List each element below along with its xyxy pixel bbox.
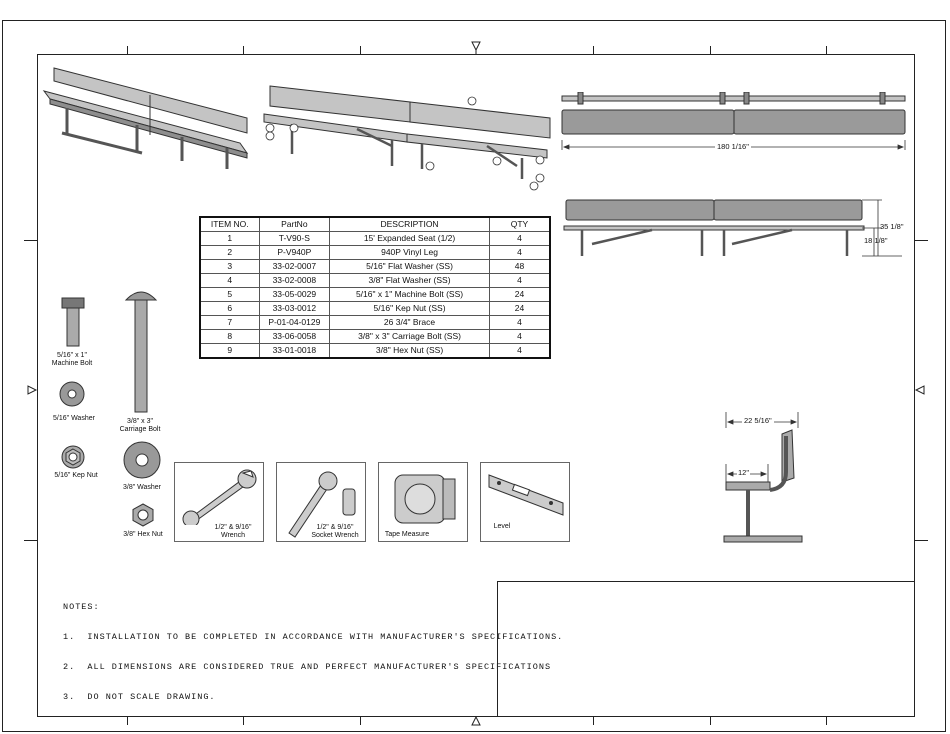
table-cell: 4: [488, 245, 551, 260]
table-cell: 4: [488, 273, 551, 288]
table-cell: P-01-04-0129: [258, 315, 331, 330]
note-line: 2. ALL DIMENSIONS ARE CONSIDERED TRUE AN…: [63, 662, 552, 672]
column-header: DESCRIPTION: [329, 216, 490, 232]
wrench-icon: [182, 469, 257, 525]
table-cell: 33-05-0029: [258, 287, 331, 302]
table-cell: 33-06-0058: [258, 329, 331, 344]
table-cell: T-V90-S: [258, 231, 331, 246]
washer-516-image: [59, 381, 85, 407]
table-cell: 9: [199, 343, 260, 359]
hex-nut-image: [132, 503, 154, 527]
bench-side-view: [723, 412, 803, 543]
hex-nut-label: 3/8" Hex Nut: [123, 531, 163, 538]
machine-bolt-label: 5/16" x 1" Machine Bolt: [51, 352, 93, 367]
table-cell: 3/8" x 3" Carriage Bolt (SS): [329, 329, 490, 344]
column-header: PartNo: [258, 216, 331, 232]
seat-height-dimension: 18 1/8": [864, 236, 888, 245]
overall-depth-dimension: 22 5/16": [742, 416, 774, 425]
table-cell: 33-03-0012: [258, 301, 331, 316]
title-block: [497, 581, 915, 717]
table-cell: 48: [488, 259, 551, 274]
washer-38-label: 3/8" Washer: [122, 484, 162, 491]
table-cell: 15' Expanded Seat (1/2): [329, 231, 490, 246]
bench-front-view: [563, 199, 902, 257]
table-cell: 2: [199, 245, 260, 260]
table-cell: 6: [199, 301, 260, 316]
table-cell: 5/16" Kep Nut (SS): [329, 301, 490, 316]
drawing-outer-border: [2, 20, 946, 732]
tool-tape-measure: Tape Measure: [378, 462, 468, 542]
washer-516-label: 5/16" Washer: [53, 415, 95, 422]
part-callouts: [265, 96, 545, 191]
table-cell: 26 3/4" Brace: [329, 315, 490, 330]
table-cell: 1: [199, 231, 260, 246]
table-cell: 33-02-0007: [258, 259, 331, 274]
table-cell: 4: [488, 231, 551, 246]
tool-wrench: 1/2" & 9/16" Wrench: [174, 462, 264, 542]
column-header: ITEM NO.: [199, 216, 260, 232]
tool-socket-wrench: 1/2" & 9/16" Socket Wrench: [276, 462, 366, 542]
bench-exploded-view: [263, 85, 551, 191]
carriage-bolt-label: 3/8" x 3" Carriage Bolt: [119, 418, 161, 433]
back-height-dimension: 35 1/8": [880, 222, 904, 231]
kep-nut-label: 5/16" Kep Nut: [54, 472, 98, 479]
notes-title: NOTES:: [63, 602, 100, 612]
kep-nut-image: [61, 445, 85, 469]
wrench-label-name: Wrench: [221, 532, 245, 539]
table-cell: 3: [199, 259, 260, 274]
table-cell: 3/8" Flat Washer (SS): [329, 273, 490, 288]
washer-38-image: [123, 441, 161, 479]
bench-top-view: [561, 92, 906, 150]
table-header-row: ITEM NO. PartNo DESCRIPTION QTY: [199, 216, 551, 232]
table-cell: 24: [488, 301, 551, 316]
bench-isometric-view: [42, 67, 249, 169]
level-label: Level: [493, 523, 511, 530]
table-cell: 3/8" Hex Nut (SS): [329, 343, 490, 359]
table-cell: 4: [488, 315, 551, 330]
table-cell: 4: [488, 343, 551, 359]
table-cell: 4: [199, 273, 260, 288]
table-cell: 4: [488, 329, 551, 344]
table-cell: 24: [488, 287, 551, 302]
tape-measure-label: Tape Measure: [384, 531, 430, 538]
seat-depth-dimension: 12": [737, 468, 751, 477]
table-cell: 5/16" Flat Washer (SS): [329, 259, 490, 274]
table-cell: 5: [199, 287, 260, 302]
note-line: 1. INSTALLATION TO BE COMPLETED IN ACCOR…: [63, 632, 564, 642]
carriage-bolt-image: [124, 291, 158, 413]
table-cell: 33-01-0018: [258, 343, 331, 359]
level-icon: [488, 474, 564, 516]
table-cell: P-V940P: [258, 245, 331, 260]
note-line: 3. DO NOT SCALE DRAWING.: [63, 692, 216, 702]
table-cell: 5/16" x 1" Machine Bolt (SS): [329, 287, 490, 302]
table-cell: 940P Vinyl Leg: [329, 245, 490, 260]
socket-label-name: Socket Wrench: [311, 532, 359, 539]
table-cell: 7: [199, 315, 260, 330]
drawing-notes: NOTES: 1. INSTALLATION TO BE COMPLETED I…: [63, 582, 563, 712]
column-header: QTY: [488, 216, 551, 232]
socket-label-size: 1/2" & 9/16": [316, 524, 354, 531]
wrench-label-size: 1/2" & 9/16": [214, 524, 252, 531]
overall-length-dimension: 180 1/16": [715, 142, 751, 151]
table-cell: 8: [199, 329, 260, 344]
table-cell: 33-02-0008: [258, 273, 331, 288]
tape-measure-icon: [394, 474, 456, 524]
socket-wrench-icon: [288, 471, 356, 538]
tool-level: Level: [480, 462, 570, 542]
machine-bolt-image: [61, 297, 85, 347]
